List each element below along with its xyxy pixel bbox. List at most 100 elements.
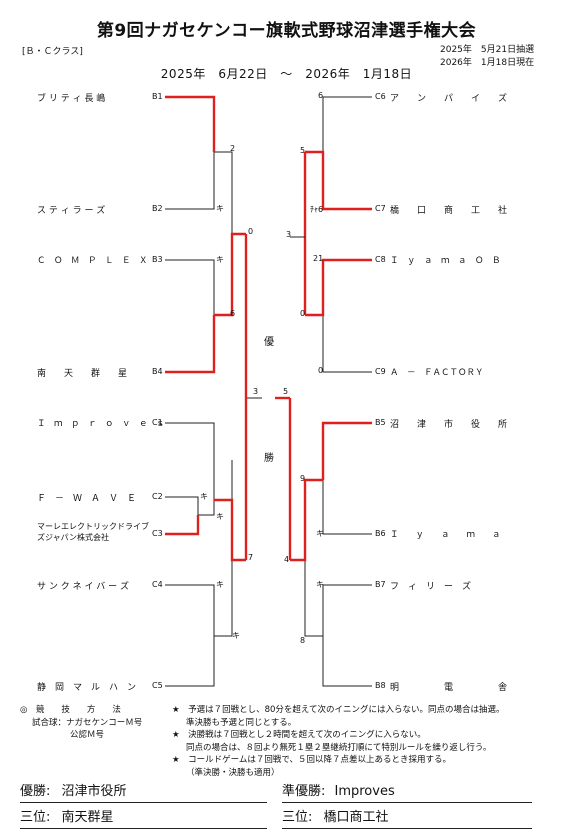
win-c8 — [305, 258, 372, 317]
runner-up-label: 準優勝: — [282, 784, 326, 799]
score: キ — [216, 255, 224, 264]
result-champion: 優勝: 沼津市役所 — [20, 780, 267, 803]
win-b5-sf — [290, 478, 323, 562]
seed-c6: C6 — [375, 92, 386, 101]
champion-label: 優勝: — [20, 784, 51, 799]
score: 0 — [318, 366, 324, 375]
seed-c5: C5 — [152, 681, 163, 690]
score: 6 — [318, 91, 324, 100]
score: 0 — [300, 309, 306, 318]
score: 7 — [248, 553, 254, 562]
seed-b7: B7 — [375, 580, 386, 589]
rule-1: ★ 予選は７回戦とし、80分を超えて次のイニングには入らない。同点の場合は抽選。 — [172, 705, 505, 715]
score: 21 — [313, 254, 324, 263]
result-third-2: 三位: 橋口商工社 — [282, 806, 532, 829]
line-b7 — [322, 584, 372, 636]
seed-c2: C2 — [152, 492, 163, 501]
runner-up-name: Improves — [334, 784, 395, 799]
team-b5: 沼 津 市 役 所 — [390, 420, 508, 430]
line-c5 — [165, 636, 215, 687]
ball-label: 試合球：ナガセケンコーＭ号 — [32, 717, 143, 728]
score: キ — [216, 204, 224, 213]
third-name: 橋口商工社 — [323, 810, 389, 825]
line-c45-up — [214, 560, 233, 637]
score: 3 — [286, 230, 292, 239]
score: キ — [216, 580, 224, 589]
seed-c4: C4 — [152, 580, 163, 589]
seed-b2: B2 — [152, 204, 163, 213]
team-c8: Ｉ ｙ ａ ｍ ａ Ｏ Ｂ — [390, 256, 501, 266]
seed-c7: C7 — [375, 204, 386, 213]
team-b4: 南 天 群 星 — [37, 369, 128, 379]
score: 9 — [300, 474, 306, 483]
team-c9: Ａ － ＦＡＣＴＯＲＹ — [390, 368, 484, 378]
ball-label-2: 公認Ｍ号 — [70, 730, 105, 740]
final-label: 優 — [264, 337, 274, 348]
tournament-period: 2025年 6月22日 ～ 2026年 1月18日 — [160, 67, 413, 81]
score: 5 — [300, 146, 306, 155]
seed-c3: C3 — [152, 529, 163, 538]
result-runner-up: 準優勝: Improves — [282, 780, 532, 803]
seed-b8: B8 — [375, 681, 386, 690]
win-b1 — [165, 95, 216, 152]
final-label: 勝 — [264, 453, 274, 464]
win-c7 — [305, 150, 372, 211]
line-c1 — [165, 422, 215, 500]
third-label: 三位: — [282, 810, 313, 825]
team-c5: 静 岡 マ ル ハ ン — [37, 683, 137, 693]
win-b4 — [165, 315, 216, 374]
score: キ — [232, 631, 240, 640]
score: キ — [216, 512, 224, 521]
line-c6 — [322, 96, 372, 152]
seed-b5: B5 — [375, 418, 386, 427]
team-c4: サ ン ク ネ イ バ ー ズ — [37, 582, 130, 592]
team-b8: 明 電 舎 — [390, 683, 508, 693]
seed-c9: C9 — [375, 367, 386, 376]
score: 3 — [253, 387, 259, 396]
win-b4-sf — [214, 232, 246, 317]
line-c2 — [165, 496, 199, 515]
score: ﾁｬ6 — [310, 205, 324, 214]
score: 4 — [284, 555, 290, 564]
rules-right: ★ 予選は７回戦とし、80分を超えて次のイニングには入らない。同点の場合は抽選。… — [172, 704, 505, 779]
rule-2b: 同点の場合は、８回より無死１塁２塁継続打順にて特別ルールを繰り返し行う。 — [186, 742, 492, 753]
score: キ — [316, 529, 324, 538]
line-b8 — [322, 636, 372, 687]
team-c7: 橋 口 商 工 社 — [390, 206, 508, 216]
draw-date: 2025年 5月21日抽選 — [440, 45, 535, 55]
line-b2 — [165, 152, 215, 210]
score: 8 — [300, 636, 306, 645]
line-c9 — [322, 315, 372, 373]
champion-name: 沼津市役所 — [61, 784, 127, 799]
third-name: 南天群星 — [61, 810, 114, 825]
win-c1-sf — [214, 498, 246, 562]
rules-left: ◎ 競 技 方 法 試合球：ナガセケンコーＭ号 公認Ｍ号 — [20, 704, 142, 742]
score: キ — [200, 492, 208, 501]
team-c1: Ｉ ｍ ｐ ｒ ｏ ｖ ｅ ｓ — [37, 419, 165, 429]
result-third-1: 三位: 南天群星 — [20, 806, 267, 829]
win-b5 — [321, 421, 372, 480]
team-c6: ア ン パ イ ズ — [390, 94, 508, 104]
rule-2: ★ 決勝戦は７回戦とし２時間を超えて次のイニングに入らない。 — [172, 730, 426, 740]
line-c2c3-up — [198, 500, 215, 516]
team-b3: Ｃ Ｏ Ｍ Ｐ Ｌ Ｅ Ｘ — [37, 256, 148, 266]
score: 0 — [248, 227, 254, 236]
line-c4 — [165, 584, 215, 636]
team-c3: マーレエレクトリックドライブズジャパン株式会社 — [37, 522, 149, 542]
rule-3b: （準決勝・決勝も適用） — [186, 767, 280, 778]
team-b2: ス テ ィ ラ ー ズ — [37, 206, 106, 216]
class-label: [Ｂ・Ｃクラス] — [22, 47, 83, 57]
team-b7: フ ィ リ ー ズ — [390, 582, 472, 592]
line-b3 — [165, 259, 215, 315]
line-b78-up — [304, 560, 323, 637]
team-b1: ブ リ テ ィ 長 嶋 — [37, 94, 106, 104]
seed-b4: B4 — [152, 367, 163, 376]
team-c2: Ｆ － Ｗ Ａ Ｖ Ｅ — [37, 494, 137, 504]
seed-c8: C8 — [375, 255, 386, 264]
seed-b3: B3 — [152, 255, 163, 264]
seed-b1: B1 — [152, 92, 163, 101]
score: 5 — [283, 387, 289, 396]
seed-c1: C1 — [152, 418, 163, 427]
method-label: ◎ 競 技 方 法 — [20, 705, 121, 715]
